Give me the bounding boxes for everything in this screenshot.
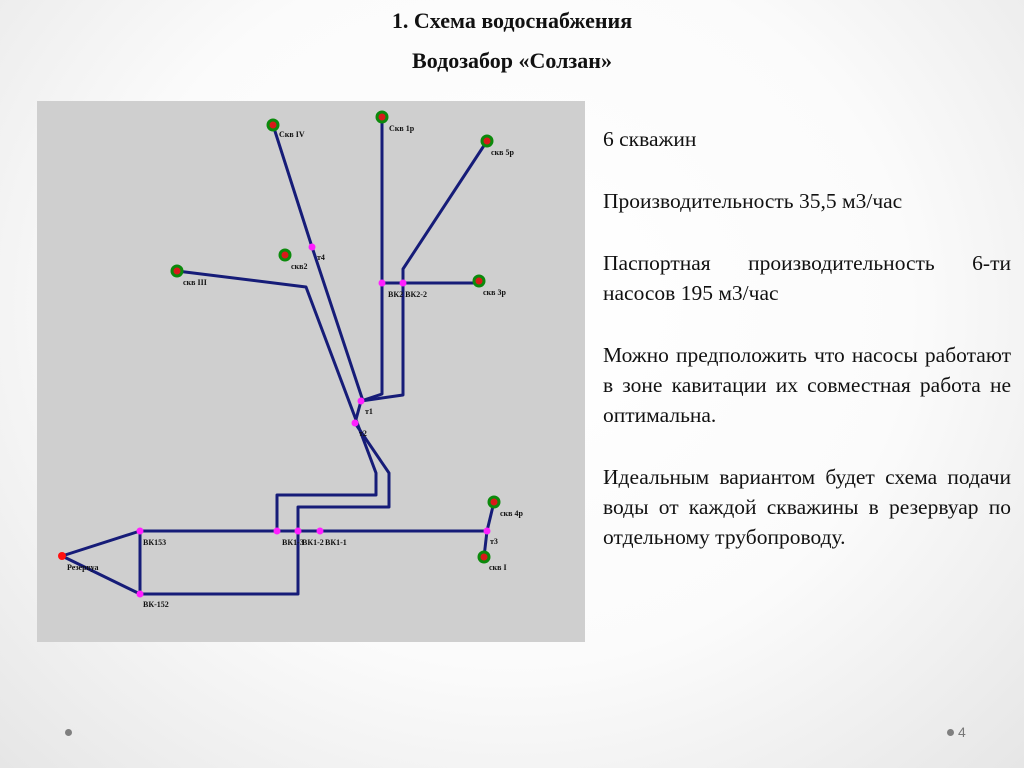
slide-text: 6 скважин Производительность 35,5 м3/час…: [603, 124, 1011, 584]
labels: Скв IV Скв 1р скв 5р т4 скв2 скв III ВК2…: [67, 124, 523, 609]
well-marker: [487, 495, 501, 509]
text-productivity: Производительность 35,5 м3/час: [603, 189, 903, 213]
label-t2: т2: [359, 429, 367, 438]
well-marker: [170, 264, 184, 278]
well-marker: [480, 134, 494, 148]
label-vk1-1: ВК1-1: [325, 538, 347, 547]
label-skv-iii: скв III: [183, 278, 207, 287]
junction: [351, 419, 359, 427]
label-skv-iv: Скв IV: [279, 130, 305, 139]
page-number: 4: [958, 724, 966, 740]
junctions: [136, 243, 491, 598]
pipe: [360, 140, 489, 403]
junction: [399, 279, 407, 287]
text-cavitation-note: Можно предположить что насосы работают в…: [603, 343, 1011, 427]
well-marker: [266, 118, 280, 132]
decor-dot-left: [65, 729, 72, 736]
junction: [273, 527, 281, 535]
junction: [357, 397, 365, 405]
pipes: [61, 119, 496, 596]
junction: [378, 279, 386, 287]
label-vk2-vk22: ВК2 ВК2-2: [388, 290, 427, 299]
label-vk152: ВК-152: [143, 600, 169, 609]
decor-dot-right: [947, 729, 954, 736]
label-t3: т3: [490, 537, 498, 546]
label-vk153: ВК153: [143, 538, 166, 547]
diagram-svg: Скв IV Скв 1р скв 5р т4 скв2 скв III ВК2…: [58, 110, 523, 609]
label-skv-1r: Скв 1р: [389, 124, 415, 133]
reservoir-marker: [58, 552, 66, 560]
pipe: [271, 124, 365, 402]
pipe: [296, 119, 391, 531]
text-ideal-variant: Идеальным вариантом будет схема подачи в…: [603, 465, 1011, 549]
label-skv-5r: скв 5р: [491, 148, 514, 157]
junction: [136, 590, 144, 598]
water-supply-diagram: Скв IV Скв 1р скв 5р т4 скв2 скв III ВК2…: [37, 101, 585, 642]
well-marker: [472, 274, 486, 288]
label-rezervuar: Резервуа: [67, 563, 99, 572]
slide-subtitle: Водозабор «Солзан»: [412, 48, 612, 73]
junction: [316, 527, 324, 535]
well-marker: [477, 550, 491, 564]
label-t1: т1: [365, 407, 373, 416]
label-skv-4r: скв 4р: [500, 509, 523, 518]
well-marker: [375, 110, 389, 124]
junction: [483, 527, 491, 535]
junction: [136, 527, 144, 535]
text-passport-productivity: Паспортная производительность 6-ти насос…: [603, 251, 1011, 305]
pipe: [176, 269, 378, 531]
label-skv-i: скв I: [489, 563, 507, 572]
well-marker: [278, 248, 292, 262]
slide-title: 1. Схема водоснабжения: [391, 8, 633, 33]
junction: [294, 527, 302, 535]
label-skv-2: скв2: [291, 262, 307, 271]
label-t4: т4: [317, 253, 325, 262]
wells: [170, 110, 501, 564]
junction: [308, 243, 316, 251]
label-vk1-3: ВК1-3: [282, 538, 304, 547]
text-wells-count: 6 скважин: [603, 127, 697, 151]
pipe: [61, 554, 141, 596]
label-skv-3r: скв 3р: [483, 288, 506, 297]
label-vk1-2: ВК1-2: [302, 538, 324, 547]
